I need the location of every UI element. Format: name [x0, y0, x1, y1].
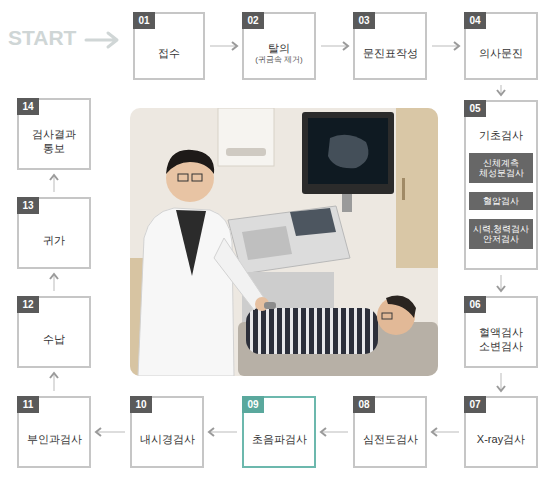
step-number: 14: [17, 98, 39, 115]
cabinet-handle: [402, 178, 405, 200]
step-label: 접수: [158, 46, 180, 60]
step-label: 탈의: [268, 41, 290, 55]
step-box: 06 혈액검사 소변검사: [464, 296, 538, 368]
step-label: 수납: [43, 332, 65, 346]
doctor-glasses: [178, 174, 188, 181]
step-box: 14 검사결과 통보: [17, 98, 91, 170]
step-box: 09 초음파검사: [242, 396, 316, 468]
sub-step-box: 시력,청력검사 안저검사: [469, 219, 533, 249]
step-number: 02: [242, 12, 264, 29]
flow-arrow: [53, 373, 55, 391]
flow-arrow: [53, 274, 55, 291]
sub-step-label: 혈압검사: [483, 196, 519, 207]
monitor-screen: [308, 118, 388, 184]
sink: [226, 148, 266, 156]
step-box: 11 부인과검사: [17, 396, 91, 468]
sub-step-label: 시력,청력검사 안저검사: [471, 224, 531, 245]
doctor-glasses: [192, 174, 202, 181]
step-label: 내시경검사: [140, 432, 195, 446]
doctor-arm: [214, 238, 264, 310]
step-label: 기초검사: [479, 128, 523, 142]
touch-screen: [290, 208, 336, 236]
step-box: 08 심전도검사: [353, 396, 427, 468]
flow-arrow: [96, 431, 125, 433]
step-label: 귀가: [43, 233, 65, 247]
start-label: START: [8, 26, 76, 50]
monitor-arm: [342, 194, 352, 212]
patient-hair: [386, 296, 416, 318]
doctor-coat: [138, 208, 234, 376]
step-label: 초음파검사: [252, 432, 307, 446]
sub-step-box: 신체계측 체성분검사: [469, 153, 533, 183]
step-number: 11: [17, 396, 39, 413]
doctor-hair: [166, 150, 214, 174]
step-box: 04 의사문진: [464, 12, 538, 80]
step-box: 03 문진표작성: [353, 12, 427, 80]
step-number: 12: [17, 296, 39, 313]
flow-arrow: [53, 175, 55, 192]
flow-arrow: [500, 275, 502, 291]
step-number: 09: [242, 396, 264, 413]
flow-arrow: [210, 45, 237, 47]
sink-cabinet: [218, 108, 274, 166]
ultrasound-probe: [264, 302, 276, 309]
step-box: 13 귀가: [17, 197, 91, 269]
step-number: 10: [130, 396, 152, 413]
photo-illustration: [130, 108, 438, 376]
keyboard: [242, 226, 292, 260]
sub-step-label: 신체계측 체성분검사: [471, 158, 531, 179]
step-number: 04: [464, 12, 486, 29]
monitor-frame: [302, 112, 394, 194]
step-number: 07: [464, 396, 486, 413]
step-box: 01 접수: [133, 12, 205, 80]
step-box: 02 탈의(귀금속 제거): [242, 12, 316, 80]
step-label: 혈액검사 소변검사: [470, 325, 532, 354]
flow-arrow: [500, 373, 502, 391]
flow-arrow: [321, 45, 348, 47]
control-panel: [228, 206, 350, 274]
step-label: X-ray검사: [477, 432, 525, 446]
flow-arrow: [500, 85, 502, 95]
step-number: 05: [464, 100, 486, 117]
flow-arrow: [321, 431, 348, 433]
sub-step-box: 혈압검사: [469, 192, 533, 210]
step-label: 의사문진: [479, 46, 523, 60]
step-label: 문진표작성: [363, 46, 418, 60]
step-label: 검사결과 통보: [23, 127, 85, 156]
step-box: 12 수납: [17, 296, 91, 368]
step-number: 01: [133, 12, 155, 29]
step-box: 07X-ray검사: [464, 396, 538, 468]
wall: [130, 108, 438, 376]
patient-torso: [246, 308, 378, 354]
photo-scene: [130, 108, 438, 376]
start-arrow-shape: [86, 33, 117, 47]
step-label: 부인과검사: [27, 432, 82, 446]
flow-arrow: [209, 431, 237, 433]
cabinet-door: [396, 108, 438, 268]
doctor-shirt: [176, 210, 206, 276]
step-number: 08: [353, 396, 375, 413]
step-number: 13: [17, 197, 39, 214]
patient-glasses: [382, 313, 392, 319]
step-label: 심전도검사: [363, 432, 418, 446]
step-note: (귀금속 제거): [255, 55, 303, 65]
flow-arrow: [432, 431, 459, 433]
step-box: 05 기초검사신체계측 체성분검사혈압검사시력,청력검사 안저검사: [464, 100, 538, 270]
step-number: 03: [353, 12, 375, 29]
step-number: 06: [464, 296, 486, 313]
ultrasound-image: [328, 135, 368, 168]
flow-arrow: [432, 45, 459, 47]
step-box: 10 내시경검사: [130, 396, 204, 468]
